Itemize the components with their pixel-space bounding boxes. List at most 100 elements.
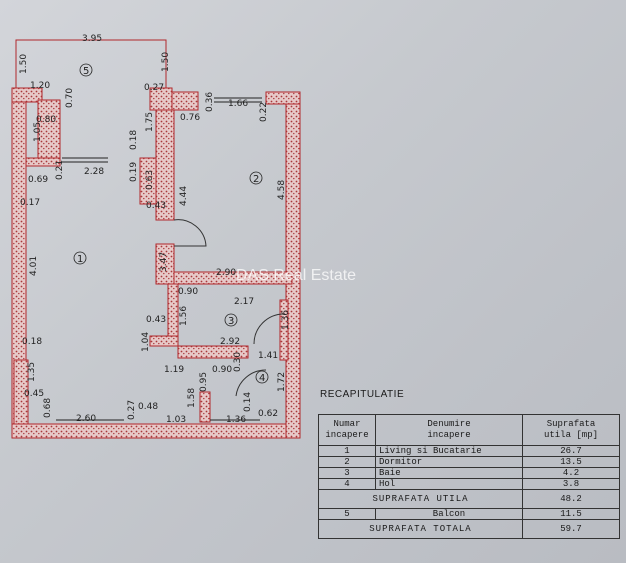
row-area: 3.8 [522,478,620,490]
table-row: 5 Balcon 11.5 [318,508,620,520]
dim-label: 1.72 [277,372,287,392]
dimension-labels: 3.95 1.50 1.50 1.20 0.70 0.27 0.36 1.66 … [19,34,291,425]
header-area-text: Suprafata utila [mp] [543,419,598,440]
walls [11,87,301,439]
dim-label: 4.01 [29,256,39,276]
dim-label: 0.90 [178,287,198,297]
dim-label: 1.56 [179,306,189,326]
dim-label: 0.27 [144,83,164,93]
dim-label: 1.35 [27,362,37,382]
dim-label: 0.18 [22,337,42,347]
row-area: 13.5 [522,456,620,468]
dim-label: 2.28 [84,167,104,177]
suprafata-totala-value: 59.7 [522,519,620,539]
dim-label: 1.05 [33,122,43,142]
dim-label: 0.76 [180,113,200,123]
dim-label: 1.50 [19,54,29,74]
recap-title: RECAPITULATIE [320,389,405,400]
dim-label: 0.70 [65,88,75,108]
header-num: Numar incapere [318,414,376,446]
room-label-2: 2 [253,174,259,185]
dim-label: 0.17 [20,198,40,208]
dim-label: 4.58 [277,180,287,200]
dim-label: 0.69 [28,175,48,185]
dim-label: 2.60 [76,414,96,424]
dim-label: 1.03 [166,415,186,425]
header-name-text: Denumire incapere [427,419,471,440]
row-num: 2 [318,456,376,468]
row-area: 26.7 [522,445,620,457]
dim-label: 3.47 [159,252,169,272]
dim-label: 1.66 [228,99,248,109]
room-label-4: 4 [259,373,265,384]
dim-label: 1.58 [187,388,197,408]
dim-label: 2.17 [234,297,254,307]
suprafata-totala-label: SUPRAFATA TOTALA [318,519,523,539]
dim-label: 0.43 [146,201,166,211]
room-labels: 5 2 1 3 4 [73,63,269,384]
dim-label: 1.75 [145,112,155,132]
dim-label: 1.36 [281,310,291,330]
dim-label: 0.43 [146,315,166,325]
dim-label: 3.95 [82,34,102,44]
row-num: 1 [318,445,376,457]
watermark: DAS Real Estate [236,267,356,284]
dim-label: 0.68 [43,398,53,418]
row-name: Dormitor [375,456,523,468]
row-name: Living si Bucatarie [375,445,523,457]
dim-label: 1.19 [164,365,184,375]
row-area: 11.5 [522,508,620,520]
dim-label: 1.36 [226,415,246,425]
dim-label: 0.63 [145,170,155,190]
dim-label: 0.30 [233,352,243,372]
row-area: 4.2 [522,467,620,479]
dim-label: 0.62 [258,409,278,419]
dim-label: 0.21 [55,160,65,180]
dim-label: 0.19 [129,162,139,182]
dim-label: 2.90 [216,268,236,278]
suprafata-utila-value: 48.2 [522,489,620,509]
row-num: 4 [318,478,376,490]
dim-label: 0.45 [24,389,44,399]
dim-label: 0.27 [127,400,137,420]
room-label-3: 3 [228,316,234,327]
suprafata-utila-row: SUPRAFATA UTILA 48.2 [318,489,620,509]
row-name: Balcon [375,508,523,520]
table-row: 2 Dormitor 13.5 [318,456,620,468]
dim-label: 0.90 [212,365,232,375]
dim-label: 2.92 [220,337,240,347]
header-num-text: Numar incapere [325,419,369,440]
recap-header-row: Numar incapere Denumire incapere Suprafa… [318,414,620,446]
row-name: Hol [375,478,523,490]
dim-label: 0.48 [138,402,158,412]
recap-table: Numar incapere Denumire incapere Suprafa… [318,414,620,539]
room-label-5: 5 [83,66,89,77]
dim-label: 0.95 [199,372,209,392]
header-name: Denumire incapere [375,414,523,446]
row-num: 5 [318,508,376,520]
dim-label: 1.41 [258,351,278,361]
dim-label: 0.14 [243,392,253,412]
row-num: 3 [318,467,376,479]
suprafata-totala-row: SUPRAFATA TOTALA 59.7 [318,519,620,539]
room-label-1: 1 [77,254,83,265]
dim-label: 1.20 [30,81,50,91]
doors [173,219,285,397]
dim-label: 0.22 [259,102,269,122]
dim-label: 0.18 [129,130,139,150]
dim-label: 1.04 [141,332,151,352]
header-area: Suprafata utila [mp] [522,414,620,446]
suprafata-utila-label: SUPRAFATA UTILA [318,489,523,509]
row-name: Baie [375,467,523,479]
table-row: 1 Living si Bucatarie 26.7 [318,445,620,457]
table-row: 3 Baie 4.2 [318,467,620,479]
dim-label: 0.36 [205,92,215,112]
windows [56,97,262,421]
balcony-outline [15,39,167,88]
table-row: 4 Hol 3.8 [318,478,620,490]
dim-label: 4.44 [179,186,189,206]
dim-label: 0.80 [36,115,56,125]
dim-label: 1.50 [161,52,171,72]
